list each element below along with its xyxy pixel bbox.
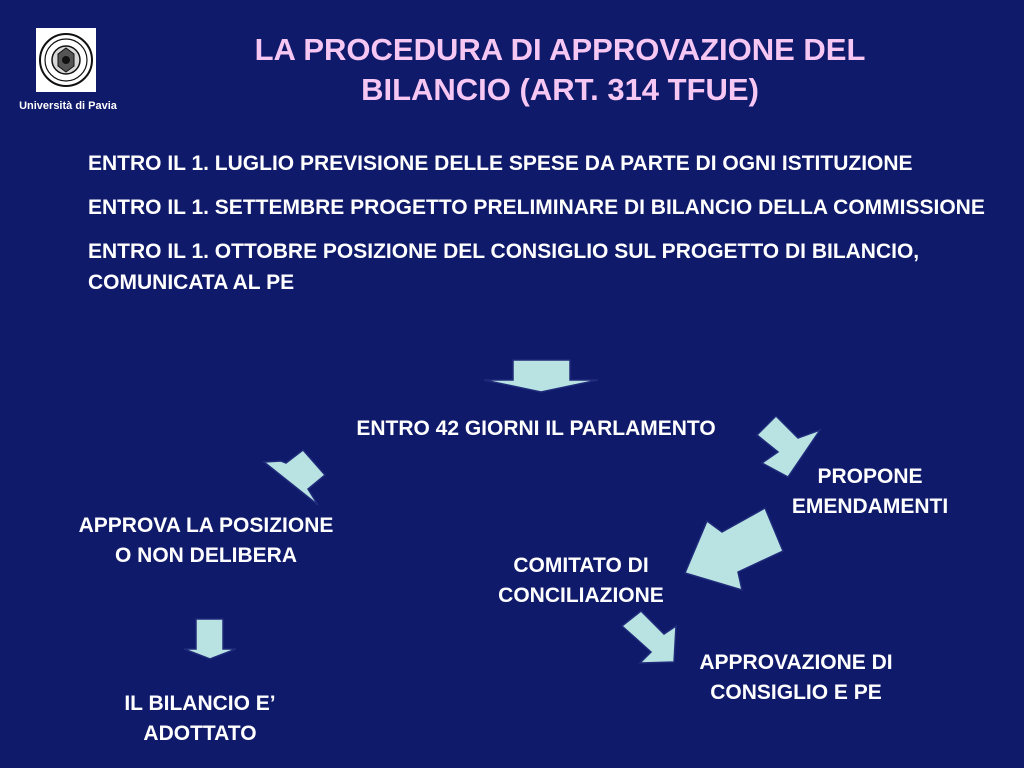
amend-step: PROPONE EMENDAMENTI bbox=[791, 465, 949, 518]
university-seal-icon bbox=[36, 28, 96, 92]
diagonal-arrow-icon bbox=[755, 414, 822, 478]
adopted-step: IL BILANCIO E’ ADOTTATO bbox=[124, 692, 276, 745]
diagonal-arrow-icon bbox=[262, 448, 327, 506]
parliament-step: ENTRO 42 GIORNI IL PARLAMENTO bbox=[356, 417, 716, 440]
down-arrow-icon bbox=[183, 618, 237, 660]
timeline-item-october: ENTRO IL 1. OTTOBRE POSIZIONE DEL CONSIG… bbox=[88, 240, 920, 294]
final-approval-step: APPROVAZIONE DI CONSIGLIO E PE bbox=[699, 651, 893, 704]
timeline-list: ENTRO IL 1. LUGLIO PREVISIONE DELLE SPES… bbox=[88, 148, 988, 311]
down-arrow-icon bbox=[483, 359, 599, 393]
logo-caption: Università di Pavia bbox=[19, 100, 117, 112]
approve-step: APPROVA LA POSIZIONE O NON DELIBERA bbox=[78, 514, 334, 567]
slide-title: LA PROCEDURA DI APPROVAZIONE DEL BILANCI… bbox=[254, 32, 866, 107]
diagonal-arrow-icon bbox=[683, 506, 784, 592]
diagonal-arrow-icon bbox=[620, 609, 677, 664]
committee-step: COMITATO DI CONCILIAZIONE bbox=[498, 554, 664, 607]
timeline-item-september: ENTRO IL 1. SETTEMBRE PROGETTO PRELIMINA… bbox=[88, 196, 985, 219]
timeline-item-july: ENTRO IL 1. LUGLIO PREVISIONE DELLE SPES… bbox=[88, 152, 913, 175]
